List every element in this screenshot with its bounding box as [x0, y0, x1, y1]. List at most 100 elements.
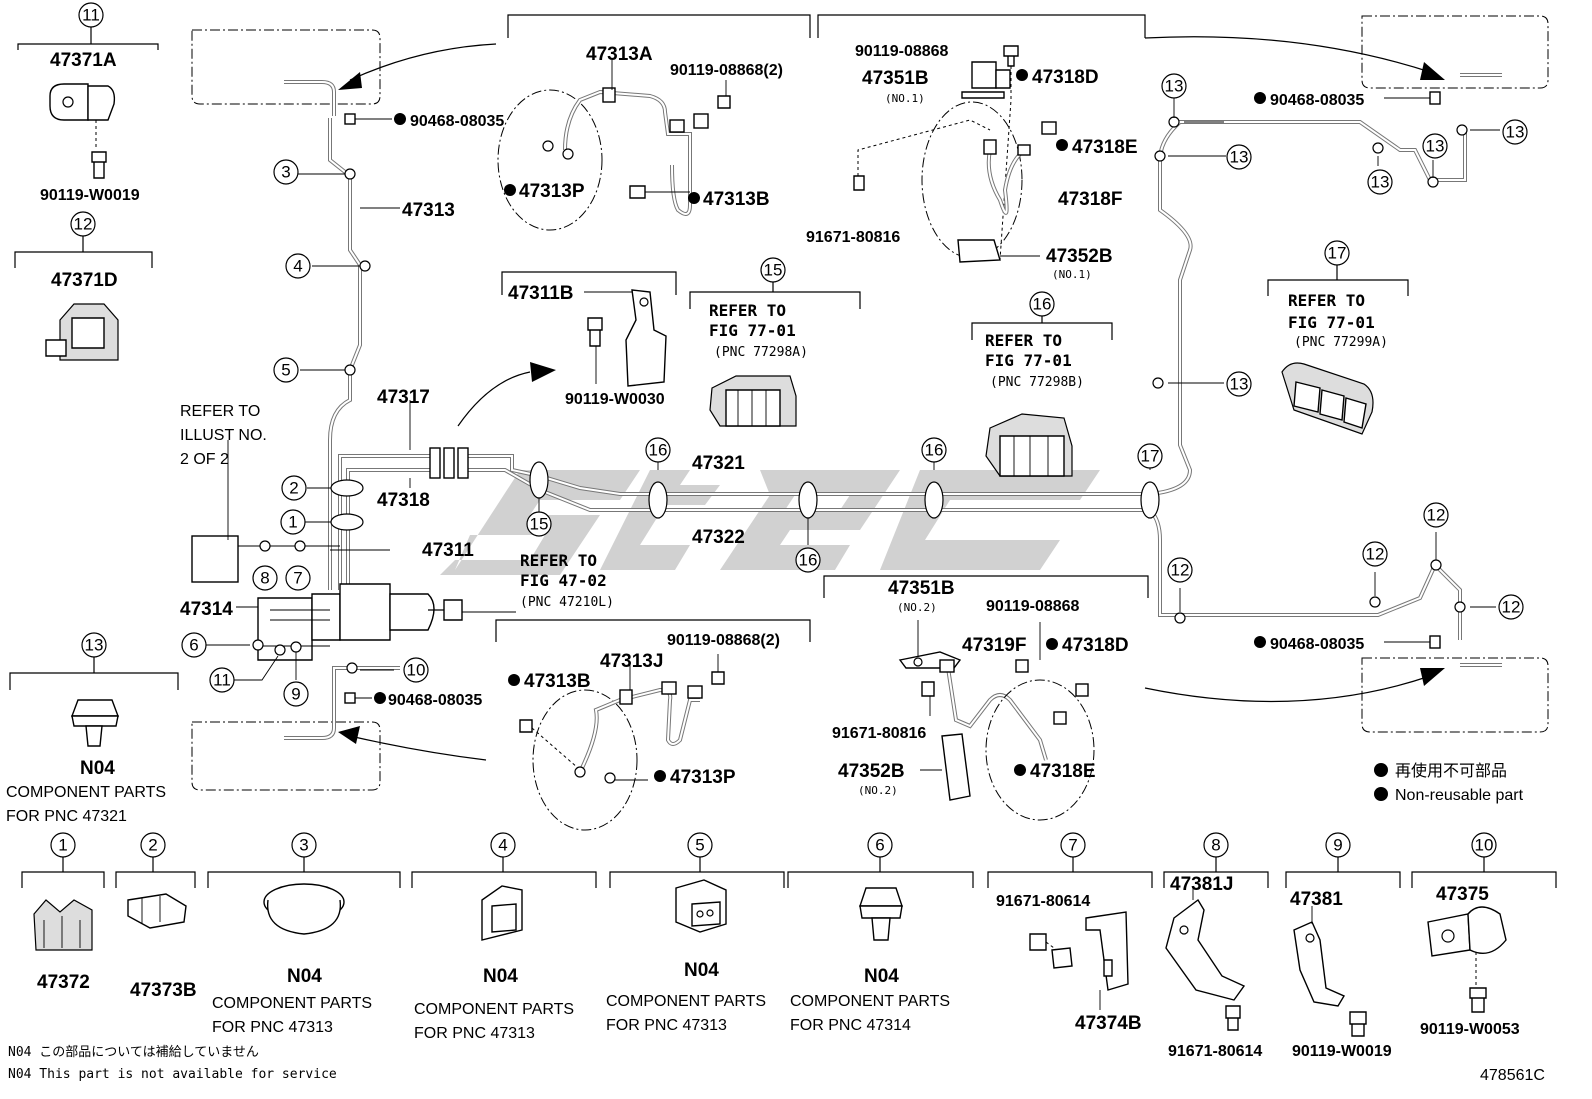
stud-91671-80816-bottom: 91671-80816	[832, 725, 926, 742]
callout-6-bottom: 6	[875, 836, 884, 855]
callout-12a: 12	[1171, 561, 1190, 580]
clip-right-top: 90468-08035	[1270, 92, 1364, 109]
part-47311B: 47311B	[508, 283, 574, 304]
callout-16c: 16	[925, 441, 944, 460]
callout-7-bottom: 7	[1068, 836, 1077, 855]
bolt-47313J: 90119-08868(2)	[667, 632, 780, 649]
refer-15-2: FIG 77-01	[709, 321, 796, 340]
callout-17-box: 17	[1328, 244, 1347, 263]
footnote-jp: N04 この部品については補給していません	[8, 1045, 259, 1060]
part-47319F: 47319F	[962, 635, 1026, 656]
main-labels: 47313 47317 47318 47311 47314 47321 4732…	[180, 92, 1364, 709]
part-47318E-top: 47318E	[1072, 137, 1138, 158]
part-47314: 47314	[180, 599, 233, 620]
box-16: 16 REFER TO FIG 77-01 (PNC 77298B)	[971, 291, 1113, 477]
clip-bottom: 90468-08035	[388, 692, 482, 709]
box-15: 15 REFER TO FIG 77-01 (PNC 77298A)	[689, 257, 861, 427]
callout-2-bottom: 2	[148, 836, 157, 855]
part-47313B-bottom: 47313B	[524, 671, 591, 692]
clip-top: 90468-08035	[410, 113, 504, 130]
refer-47-02-1: REFER TO	[520, 551, 597, 570]
callout-12b: 12	[1366, 545, 1385, 564]
box-17: 17 REFER TO FIG 77-01 (PNC 77299A)	[1267, 240, 1409, 435]
callout-13a: 13	[1165, 77, 1184, 96]
callout-12d: 12	[1502, 598, 1521, 617]
refer-16-1: REFER TO	[985, 331, 1062, 350]
callout-10-bottom: 10	[1475, 836, 1494, 855]
refer-17-1: REFER TO	[1288, 291, 1365, 310]
bolt-90119-W0019: 90119-W0019	[40, 187, 140, 204]
callout-16-box: 16	[1033, 295, 1052, 314]
part-47313J: 47313J	[600, 651, 663, 672]
part-47371A: 47371A	[50, 50, 117, 71]
refer-16-3: (PNC 77298B)	[990, 375, 1084, 390]
refer-illust-1: REFER TO	[180, 403, 260, 420]
bolt-90119-08868-bottom: 90119-08868	[986, 598, 1080, 615]
callout-3: 3	[281, 163, 290, 182]
part-47318F: 47318F	[1058, 189, 1122, 210]
component-parts-6: COMPONENT PARTS	[790, 993, 950, 1010]
part-47374B: 47374B	[1075, 1013, 1142, 1034]
callout-3-bottom: 3	[299, 836, 308, 855]
refer-17-3: (PNC 77299A)	[1294, 335, 1388, 350]
no2b-bottom: (NO.2)	[858, 784, 898, 797]
callout-12: 12	[74, 215, 93, 234]
part-47381: 47381	[1290, 889, 1343, 910]
pipe-points	[252, 116, 1468, 674]
no1-top: (NO.1)	[885, 92, 925, 105]
part-47313: 47313	[402, 200, 455, 221]
part-47322: 47322	[692, 527, 745, 548]
stud-91671-80816-top: 91671-80816	[806, 229, 900, 246]
part-47371D: 47371D	[51, 270, 118, 291]
part-47352B-top: 47352B	[1046, 246, 1113, 267]
legend: 再使用不可部品 Non-reusable part	[1374, 762, 1524, 804]
part-47375: 47375	[1436, 884, 1489, 905]
box-47313A: 47313A 90119-08868(2) 47313P 47313B	[497, 14, 811, 231]
legend-jp: 再使用不可部品	[1395, 762, 1507, 780]
refer-15-1: REFER TO	[709, 301, 786, 320]
callout-13b: 13	[1230, 148, 1249, 167]
refer-47-02-2: FIG 47-02	[520, 571, 607, 590]
n04-5: N04	[684, 960, 719, 981]
part-47313A: 47313A	[586, 44, 653, 65]
refer-15-3: (PNC 77298A)	[714, 345, 808, 360]
box-47313J: 47313J 90119-08868(2) 47313B 47313P	[495, 619, 811, 831]
callout-10: 10	[407, 661, 426, 680]
n04-13: N04	[80, 758, 115, 779]
callout-group-12: 12 47371D	[14, 211, 153, 361]
callout-13e: 13	[1506, 123, 1525, 142]
part-47318D-bottom: 47318D	[1062, 635, 1129, 656]
reference-box	[191, 535, 239, 583]
part-47317: 47317	[377, 387, 430, 408]
image-code: 478561C	[1480, 1067, 1545, 1084]
leader-lines	[206, 121, 1500, 681]
callout-12c: 12	[1427, 506, 1446, 525]
callout-15: 15	[530, 515, 549, 534]
callout-13d: 13	[1426, 137, 1445, 156]
callout-15-box: 15	[764, 261, 783, 280]
callout-4-bottom: 4	[498, 836, 507, 855]
part-47313P-top: 47313P	[519, 181, 585, 202]
part-47381J: 47381J	[1170, 874, 1233, 895]
refer-47-02-3: (PNC 47210L)	[520, 595, 614, 610]
bolt-91671-80614-8: 91671-80614	[1168, 1043, 1262, 1060]
refer-illust-2: ILLUST NO.	[180, 427, 267, 444]
component-parts-13: COMPONENT PARTS	[6, 784, 166, 801]
refer-illust-3: 2 OF 2	[180, 451, 229, 468]
no2-bottom: (NO.2)	[897, 601, 937, 614]
callout-16b: 16	[799, 551, 818, 570]
part-47311: 47311	[422, 540, 474, 561]
callout-2: 2	[289, 479, 298, 498]
for-pnc-5: FOR PNC 47313	[606, 1017, 727, 1034]
box-47311B: 47311B 90119-W0030	[501, 271, 677, 408]
pipe-clamps	[330, 461, 1160, 531]
callout-4: 4	[293, 257, 302, 276]
callout-13f: 13	[1230, 375, 1249, 394]
bottom-row: 1 47372 2 47373B 3 N04 COMPONENT PARTS F…	[21, 832, 1557, 1060]
part-47352B-bottom: 47352B	[838, 761, 905, 782]
for-pnc-6: FOR PNC 47314	[790, 1017, 911, 1034]
bolt-90119-08868-top: 90119-08868	[855, 43, 949, 60]
for-pnc-4: FOR PNC 47313	[414, 1025, 535, 1042]
part-47313P-bottom: 47313P	[670, 767, 736, 788]
callout-group-13: 13 N04 COMPONENT PARTS FOR PNC 47321	[6, 632, 179, 825]
